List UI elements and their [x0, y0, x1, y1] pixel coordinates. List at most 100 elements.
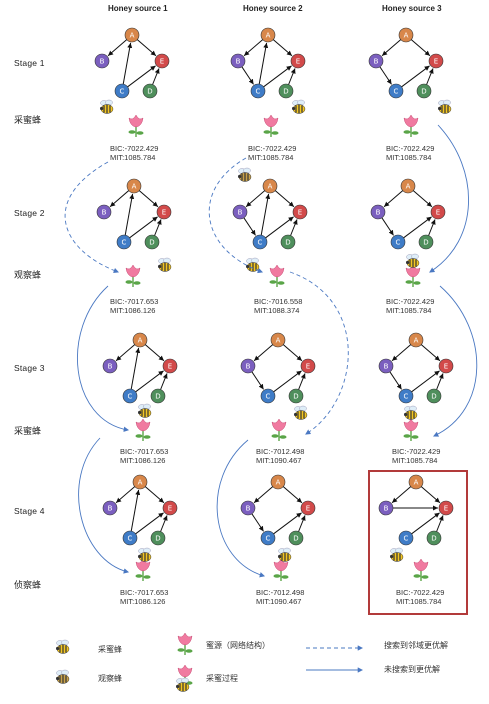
node-e — [428, 53, 444, 69]
metric-s3-c3: BIC:-7022.429 MIT:1085.784 — [392, 447, 440, 465]
node-label-d: D — [431, 393, 436, 401]
metric-s1-c2: BIC:-7022.429 MIT:1085.784 — [248, 144, 296, 162]
node-label-c: C — [128, 535, 133, 543]
legend-food-source-label: 蜜源（网络结构） — [206, 641, 270, 650]
employed-bee-icon — [292, 404, 310, 422]
employed-bee-icon — [136, 546, 154, 564]
node-b — [240, 358, 256, 374]
node-c — [398, 388, 414, 404]
edge-c-e — [403, 216, 432, 239]
edge-a-e — [282, 344, 303, 362]
best-solution-highlight — [368, 470, 468, 615]
edge-c-a — [130, 489, 141, 532]
node-label-b: B — [100, 58, 105, 66]
edge-c-e — [265, 216, 294, 239]
edge-c-a — [260, 193, 271, 236]
flower-icon — [132, 416, 154, 442]
edge-c-e — [135, 370, 164, 393]
header-source-3: Honey source 3 — [382, 4, 442, 13]
edge-c-e — [135, 512, 164, 535]
node-e — [156, 204, 172, 220]
employed-bee-icon — [136, 402, 154, 420]
mit-value: MIT:1086.126 — [120, 456, 166, 465]
edge-a-e — [282, 486, 303, 504]
flower-icon — [410, 556, 432, 582]
edge-d-e — [298, 515, 306, 532]
edge-b-c — [251, 513, 264, 532]
mit-value: MIT:1088.374 — [254, 306, 300, 315]
stage-4-label: Stage 4 — [14, 506, 45, 516]
edge-a-b — [243, 39, 264, 57]
legend-employed-bee-label: 采蜜蜂 — [98, 645, 122, 654]
node-label-c: C — [394, 88, 399, 96]
node-c — [114, 83, 130, 99]
mit-value: MIT:1086.126 — [120, 597, 166, 606]
bic-value: BIC:-7022.429 — [396, 588, 445, 597]
node-label-a: A — [414, 479, 419, 487]
edge-a-e — [410, 39, 431, 57]
node-label-e: E — [168, 505, 172, 513]
mit-value: MIT:1090.467 — [256, 597, 302, 606]
stage-2-label: Stage 2 — [14, 208, 45, 218]
edge-d-e — [154, 219, 162, 236]
node-d — [142, 83, 158, 99]
edge-c-a — [258, 42, 269, 85]
mit-value: MIT:1085.784 — [248, 153, 294, 162]
node-label-d: D — [285, 239, 290, 247]
employed-bee-icon — [388, 546, 406, 564]
edge-a-e — [412, 190, 433, 208]
node-label-d: D — [147, 88, 152, 96]
node-label-c: C — [120, 88, 125, 96]
edge-c-e — [273, 370, 302, 393]
flower-icon — [125, 112, 147, 138]
node-label-e: E — [306, 505, 310, 513]
node-label-a: A — [138, 479, 143, 487]
node-a — [262, 178, 278, 194]
legend-employed-bee-icon — [54, 638, 72, 656]
edge-d-e — [436, 515, 444, 532]
node-label-e: E — [444, 363, 448, 371]
node-label-b: B — [108, 505, 113, 513]
role-employed-bee-1: 采蜜蜂 — [14, 115, 42, 125]
edge-d-e — [160, 373, 168, 390]
node-label-d: D — [149, 239, 154, 247]
node-label-a: A — [268, 183, 273, 191]
employed-bee-icon — [156, 256, 174, 274]
node-label-e: E — [168, 363, 172, 371]
edge-b-c — [379, 66, 392, 85]
node-label-e: E — [434, 58, 438, 66]
network-graph: A B C D E — [102, 474, 178, 546]
node-label-d: D — [155, 535, 160, 543]
bic-value: BIC:-7017.653 — [120, 447, 169, 456]
edge-a-e — [274, 190, 295, 208]
role-scout-bee: 侦察蜂 — [14, 580, 42, 590]
node-a — [132, 474, 148, 490]
node-d — [278, 83, 294, 99]
node-d — [288, 530, 304, 546]
mit-value: MIT:1090.467 — [256, 456, 302, 465]
metric-s4-c3: BIC:-7022.429 MIT:1085.784 — [396, 588, 444, 606]
legend-flower-icon — [174, 630, 196, 656]
bic-value: BIC:-7016.558 — [254, 297, 303, 306]
edge-a-b — [383, 190, 404, 208]
node-e — [290, 53, 306, 69]
edge-c-e — [411, 512, 440, 535]
node-label-b: B — [236, 58, 241, 66]
node-label-a: A — [404, 32, 409, 40]
edge-a-b — [245, 190, 266, 208]
node-e — [292, 204, 308, 220]
node-label-a: A — [130, 32, 135, 40]
node-b — [230, 53, 246, 69]
edge-a-e — [136, 39, 157, 57]
node-d — [144, 234, 160, 250]
bic-value: BIC:-7022.429 — [386, 144, 435, 153]
edge-c-a — [122, 42, 133, 85]
employed-bee-icon — [404, 252, 422, 270]
